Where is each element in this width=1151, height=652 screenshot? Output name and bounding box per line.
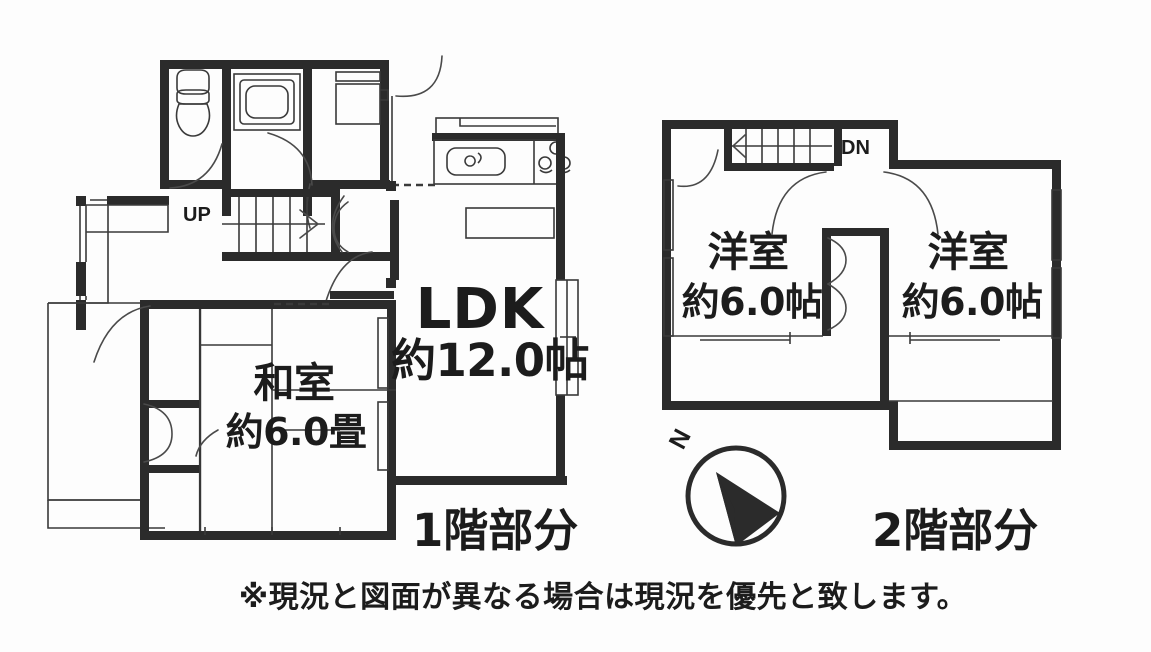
floor2-windows <box>663 179 1062 344</box>
room-label-yoshitsu2-name: 洋室 <box>927 228 1010 276</box>
door-arc-2f-hall-left <box>771 171 827 235</box>
door-arc-hall1 <box>331 195 345 253</box>
floor1-outer-thin <box>48 302 140 501</box>
staircase-down-icon <box>724 122 834 171</box>
door-arc-ldk-entry <box>323 251 373 309</box>
door-arc-washitsu-inner <box>195 429 219 457</box>
folding-door-2f-b <box>827 283 847 331</box>
floor1-washitsu-walls <box>140 300 396 540</box>
compass-rose <box>668 428 798 558</box>
room-label-washitsu-area: 約6.0畳 <box>225 410 367 454</box>
door-arc-washitsu-closet <box>143 403 173 463</box>
room-label-ldk-area: 約12.0帖 <box>390 334 590 387</box>
folding-door-2f-a <box>827 237 847 285</box>
floor1-caption: 1階部分 <box>412 504 579 557</box>
room-label-yoshitsu1-name: 洋室 <box>707 228 790 276</box>
stair-label-up: UP <box>183 204 211 226</box>
floor1-drawing <box>47 55 579 540</box>
door-arc-hall2 <box>333 201 349 253</box>
door-arc-toilet <box>169 143 223 189</box>
door-arc-bath <box>267 132 313 186</box>
floor2-interior-walls <box>671 122 1053 402</box>
toilet-icon <box>175 69 211 137</box>
stair-label-dn: DN <box>841 137 870 159</box>
floor2-drawing <box>662 120 1062 450</box>
room-label-yoshitsu2-area: 約6.0帖 <box>901 280 1043 324</box>
floor1-ldk-walls <box>330 133 579 485</box>
door-arc-washroom <box>395 55 443 98</box>
door-arc-2f-left <box>677 149 719 188</box>
door-arc-washitsu-left <box>93 305 151 363</box>
door-arc-2f-hall-right <box>883 171 939 235</box>
footer-disclaimer: ※現況と図面が異なる場合は現況を優先と致します。 <box>238 580 968 615</box>
bathtub-icon <box>233 73 301 131</box>
room-label-yoshitsu1-area: 約6.0帖 <box>681 280 823 324</box>
washbasin-icon <box>335 71 389 125</box>
room-label-ldk-name: LDK <box>415 277 545 342</box>
staircase-up-icon <box>222 189 340 261</box>
kitchen-counter <box>432 117 571 185</box>
room-label-washitsu-name: 和室 <box>253 359 336 407</box>
floor1-window-ticks <box>204 527 341 535</box>
floor2-caption: 2階部分 <box>872 504 1039 557</box>
floor1-hall-walls <box>76 196 392 330</box>
